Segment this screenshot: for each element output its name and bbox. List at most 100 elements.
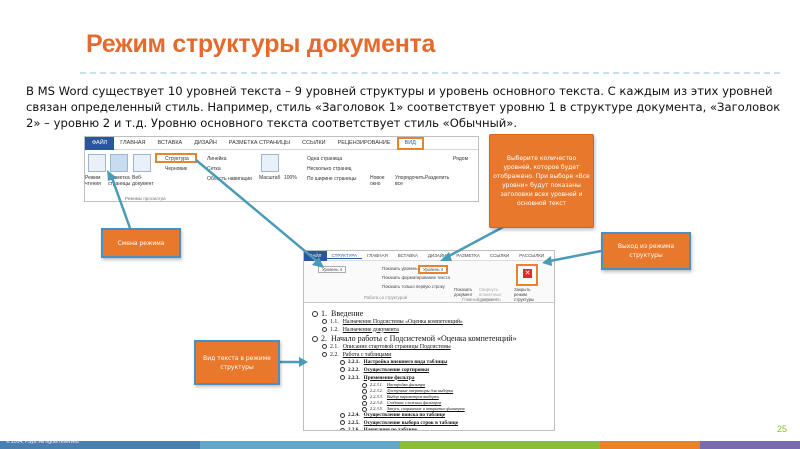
side-by-side-label[interactable]: Рядом: [453, 156, 469, 162]
outline-number: 2.2.5.: [348, 419, 360, 426]
first-line-only-checkbox[interactable]: Показать только первую строку: [382, 284, 445, 289]
tab-layout[interactable]: РАЗМЕТКА СТРАНИЦЫ: [228, 140, 291, 146]
outline-item[interactable]: 1.2.Назначение документа: [322, 327, 399, 333]
outline-bullet-icon[interactable]: [362, 400, 367, 406]
tab-layout[interactable]: РАЗМЕТКА: [456, 253, 480, 258]
outline-item[interactable]: 2.2.Работа с таблицами: [322, 352, 391, 358]
multi-page-button[interactable]: Несколько страниц: [307, 166, 352, 172]
zoom-100-button[interactable]: 100%: [284, 175, 297, 181]
show-level-select[interactable]: Уровень 4: [418, 265, 449, 274]
outline-bullet-icon[interactable]: [340, 374, 345, 380]
outline-text: Введение: [331, 309, 364, 318]
close-icon: ✕: [523, 269, 532, 278]
tab-mailings[interactable]: РАССЫЛКИ: [519, 253, 545, 258]
tab-insert[interactable]: ВСТАВКА: [397, 253, 418, 258]
outline-number: 2.2.3.1.: [370, 382, 383, 388]
page-layout-button[interactable]: [110, 154, 128, 172]
outline-bullet-icon[interactable]: [340, 427, 345, 430]
outline-text: Назначение Подсистемы «Оценка компетенци…: [342, 319, 463, 325]
read-mode-label: Режим чтения: [85, 175, 101, 187]
slide-title: Режим структуры документа: [86, 30, 436, 58]
outline-number: 1.1.: [330, 319, 339, 325]
one-page-button[interactable]: Одна страница: [307, 156, 343, 162]
outline-bullet-icon[interactable]: [340, 359, 345, 365]
outline-bullet-icon[interactable]: [312, 336, 318, 343]
outline-screenshot: ФАЙЛ СТРУКТУРА ГЛАВНАЯ ВСТАВКА ДИЗАЙН РА…: [303, 250, 555, 431]
outline-item[interactable]: 2.2.3.4.Создание сложных фильтров: [362, 400, 441, 406]
close-outline-button[interactable]: ✕: [516, 264, 538, 286]
collapse-subdocs-button[interactable]: Свернуть вложенные документы: [479, 287, 502, 302]
tab-review[interactable]: РЕЦЕНЗИРОВАНИЕ: [337, 140, 391, 146]
outline-item[interactable]: 2.2.4.Осуществление поиска по таблице: [340, 412, 445, 418]
tab-design[interactable]: ДИЗАЙН: [194, 140, 217, 146]
outline-text: Начало работы с Подсистемой «Оценка комп…: [331, 334, 517, 344]
draft-button[interactable]: Черновик: [165, 166, 188, 172]
outline-bullet-icon[interactable]: [322, 326, 327, 332]
show-formatting-checkbox[interactable]: Показать форматирование текста: [382, 275, 450, 280]
outline-bullet-icon[interactable]: [340, 412, 345, 418]
footer-segment: [700, 441, 800, 449]
page-width-button[interactable]: По ширине страницы: [307, 176, 357, 182]
outline-item[interactable]: 2.1.Описание стартовой страницы Подсисте…: [322, 344, 451, 350]
outline-number: 2.2.1.: [348, 359, 360, 366]
outline-number: 2.2.2.: [348, 367, 360, 373]
outline-item[interactable]: 1.Введение: [312, 309, 363, 318]
ribbon-body: Режим чтения Разметка страницы Веб-докум…: [85, 150, 478, 201]
tab-home[interactable]: ГЛАВНАЯ: [367, 253, 388, 258]
outline-text: Настройка фильтра: [386, 382, 426, 388]
grid-checkbox[interactable]: Сетка: [207, 166, 221, 172]
outline-item[interactable]: 2.2.3.Применение фильтра: [340, 375, 414, 381]
zoom-button[interactable]: [261, 154, 279, 172]
outline-number: 2.2.3.5.: [370, 406, 383, 412]
ruler-checkbox[interactable]: Линейка: [207, 156, 227, 162]
outline-bullet-icon[interactable]: [362, 394, 367, 400]
new-window-label[interactable]: Новое окно: [370, 175, 385, 187]
outline-bullet-icon[interactable]: [362, 382, 367, 388]
outline-bullet-icon[interactable]: [362, 406, 367, 412]
show-doc-button[interactable]: Показать документ: [454, 287, 473, 297]
outline-bullet-icon[interactable]: [322, 351, 327, 357]
level-select[interactable]: Уровень 4: [318, 266, 347, 273]
outline-item[interactable]: 2.2.3.5.Запуск, сохранение и открытие фи…: [362, 406, 465, 412]
outline-bullet-icon[interactable]: [312, 311, 318, 318]
outline-item[interactable]: 2.2.1.Настройка внешнего вида таблицы: [340, 359, 447, 365]
outline-item[interactable]: 1.1.Назначение Подсистемы «Оценка компет…: [322, 319, 463, 325]
web-doc-button[interactable]: [133, 154, 151, 172]
ribbon-screenshot-view: ФАЙЛ ГЛАВНАЯ ВСТАВКА ДИЗАЙН РАЗМЕТКА СТР…: [84, 136, 479, 202]
outline-item[interactable]: 2.2.5.Осуществление выбора строк в табли…: [340, 420, 458, 426]
tab-view[interactable]: ВИД: [396, 137, 424, 150]
outline-text: Осуществление сортировки: [363, 367, 430, 373]
arrange-all-label[interactable]: Упорядочить все: [395, 175, 425, 187]
tab-home[interactable]: ГЛАВНАЯ: [120, 140, 146, 146]
outline-bullet-icon[interactable]: [322, 319, 327, 325]
close-outline-label: Закрыть режим структуры: [514, 287, 535, 302]
ribbon-tabs: ФАЙЛ ГЛАВНАЯ ВСТАВКА ДИЗАЙН РАЗМЕТКА СТР…: [85, 137, 478, 150]
nav-pane-checkbox[interactable]: Область навигации: [207, 176, 252, 182]
outline-bullet-icon[interactable]: [322, 344, 327, 350]
structure-button[interactable]: Структура: [165, 156, 189, 162]
outline-number: 2.2.3.2.: [370, 388, 383, 394]
outline-item[interactable]: 2.2.3.2.Доступные операторы для выборки: [362, 388, 453, 394]
outline-bullet-icon[interactable]: [340, 367, 345, 373]
outline-text: Описание стартовой страницы Подсистемы: [342, 344, 451, 351]
outline-item[interactable]: 2.2.2.Осуществление сортировки: [340, 367, 429, 373]
tab-insert[interactable]: ВСТАВКА: [157, 140, 183, 146]
tab-file[interactable]: ФАЙЛ: [85, 137, 115, 150]
outline-bullet-icon[interactable]: [362, 388, 367, 394]
outline-text: Назначение документа: [342, 326, 399, 333]
tab-design[interactable]: ДИЗАЙН: [427, 253, 447, 258]
outline-item[interactable]: 2.2.3.3.Выбор параметров выборки: [362, 394, 439, 400]
tab-structure[interactable]: СТРУКТУРА: [326, 253, 363, 259]
split-label[interactable]: Разделить: [425, 175, 450, 181]
outline-item[interactable]: 2.2.6.Навигация по таблице: [340, 427, 417, 430]
structure-highlight: [155, 153, 197, 163]
outline-item[interactable]: 2.2.3.1.Настройка фильтра: [362, 382, 425, 388]
tab-file[interactable]: ФАЙЛ: [304, 251, 327, 261]
tab-references[interactable]: ССЫЛКИ: [302, 140, 326, 146]
read-mode-button[interactable]: [88, 154, 106, 172]
outline-bullet-icon[interactable]: [340, 420, 345, 426]
outline-text: Выбор параметров выборки: [386, 394, 439, 400]
outline-item[interactable]: 2.Начало работы с Подсистемой «Оценка ко…: [312, 334, 517, 343]
tab-references[interactable]: ССЫЛКИ: [489, 253, 510, 258]
callout-exit-mode: Выход из режима структуры: [601, 232, 691, 270]
